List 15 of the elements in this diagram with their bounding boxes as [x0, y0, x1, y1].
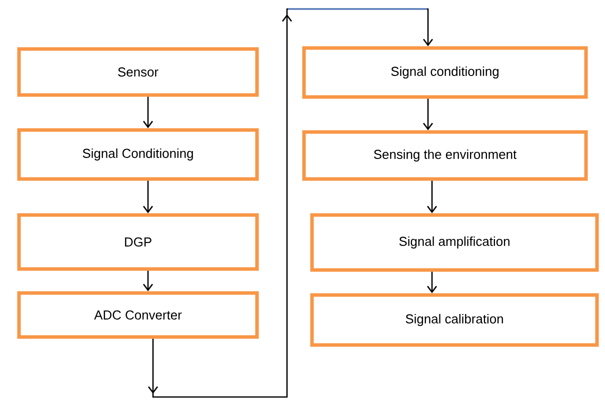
arrow — [143, 270, 154, 292]
arrow — [423, 98, 433, 130]
process-box: Signal Conditioning — [17, 128, 259, 181]
arrow — [143, 96, 154, 128]
process-box: Signal calibration — [310, 293, 599, 347]
arrow — [427, 272, 437, 294]
process-box: Signal amplification — [310, 213, 599, 272]
arrow — [148, 8, 433, 398]
arrow — [427, 180, 437, 214]
process-box: Signal conditioning — [302, 46, 588, 99]
process-box: DGP — [17, 213, 259, 271]
process-box: ADC Converter — [17, 291, 259, 339]
arrow — [143, 180, 154, 214]
process-box: Sensor — [17, 47, 259, 97]
process-box: Sensing the environment — [302, 130, 588, 181]
